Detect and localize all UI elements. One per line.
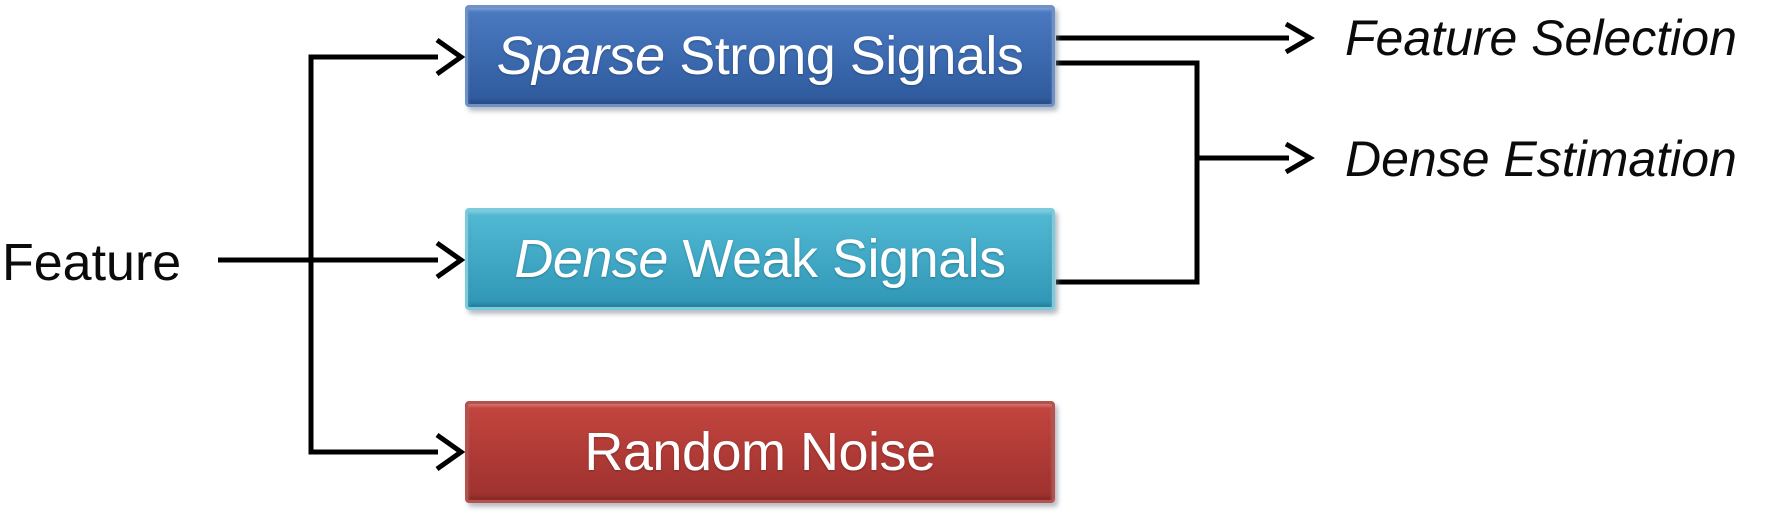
box-dense-label: Dense Weak Signals: [514, 228, 1006, 290]
connector-merge-sparse-dense: [1056, 60, 1200, 285]
arrowhead-feature-selection: [1284, 21, 1315, 55]
arrowhead-to-sparse-box: [435, 37, 466, 77]
box-random-noise: Random Noise: [465, 401, 1055, 503]
arrowhead-dense-estimation: [1284, 141, 1315, 175]
box-sparse-label-rest: Strong Signals: [664, 26, 1024, 86]
output-dense-estimation-label: Dense Estimation: [1345, 131, 1737, 187]
feature-source-label: Feature: [2, 234, 182, 292]
box-sparse-label: Sparse Strong Signals: [497, 25, 1024, 87]
box-dense-weak-signals: Dense Weak Signals: [465, 208, 1055, 310]
box-sparse-label-emphasis: Sparse: [496, 26, 666, 86]
arrowhead-to-noise-box: [435, 432, 466, 472]
box-dense-label-rest: Weak Signals: [667, 229, 1006, 289]
connector-feature-branch-trunk: [308, 54, 438, 455]
arrowhead-to-dense-box: [435, 240, 466, 280]
box-noise-label: Random Noise: [584, 421, 936, 483]
box-noise-label-rest: Random Noise: [584, 422, 936, 482]
box-sparse-strong-signals: Sparse Strong Signals: [465, 5, 1055, 107]
box-dense-label-emphasis: Dense: [514, 229, 668, 289]
output-feature-selection-label: Feature Selection: [1345, 10, 1737, 66]
